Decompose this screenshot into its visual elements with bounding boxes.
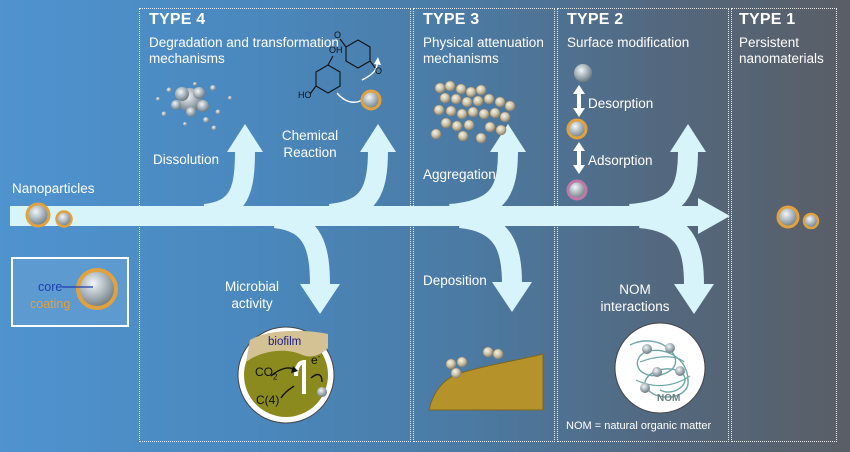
deposition-sediment xyxy=(428,346,544,411)
adsorption-label: Adsorption xyxy=(588,153,653,168)
dissolution-label: Dissolution xyxy=(153,152,220,167)
aggregation-label: Aggregation xyxy=(423,167,496,182)
nanoparticles-end xyxy=(776,205,820,230)
dissolution-particles xyxy=(156,82,232,131)
desorption-arrow xyxy=(573,85,585,117)
branch-arrowheads-up xyxy=(227,124,706,152)
oh-top-label: OH xyxy=(329,45,343,55)
type2-description: Surface modification xyxy=(567,35,690,50)
type2-title: TYPE 2 xyxy=(567,11,624,28)
nom-inset xyxy=(614,322,706,414)
branch-arrowheads-down xyxy=(300,282,714,314)
microbial-inset xyxy=(237,326,335,424)
ho-bottom-label: HO xyxy=(298,90,312,100)
nom-note: NOM = natural organic matter xyxy=(566,420,712,432)
nanoparticles-label: Nanoparticles xyxy=(12,181,95,196)
core-label: core xyxy=(38,280,63,294)
desorption-label: Desorption xyxy=(588,96,654,111)
aggregation-cluster xyxy=(430,80,516,144)
c4-label: C(4) xyxy=(256,393,280,407)
chemical-reaction-label: Chemical Reaction xyxy=(281,128,339,160)
core-coating-legend xyxy=(11,257,129,327)
adsorption-arrow xyxy=(573,142,585,174)
nom-inset-label: NOM xyxy=(657,393,681,404)
co2-label: CO2 xyxy=(255,365,278,382)
electron-label: e- xyxy=(311,352,321,367)
o-bottom-label: O xyxy=(375,66,383,76)
type4-title: TYPE 4 xyxy=(149,11,206,28)
reacting-particle xyxy=(360,89,382,111)
type3-title: TYPE 3 xyxy=(423,11,480,28)
chemical-molecules xyxy=(309,38,381,103)
coating-label: coating xyxy=(30,297,71,311)
branch-arrows-down xyxy=(273,208,704,287)
type3-description: Physical attenuation mechanisms xyxy=(423,35,544,66)
type1-description: Persistent nanomaterials xyxy=(739,35,824,66)
surface-particles xyxy=(566,64,592,201)
microbial-activity-label: Microbial activity xyxy=(224,279,279,311)
panel-type1 xyxy=(731,8,837,442)
type1-title: TYPE 1 xyxy=(739,11,796,28)
type4-description: Degradation and transformation mechanism… xyxy=(149,35,339,66)
biofilm-label: biofilm xyxy=(268,336,302,348)
deposition-label: Deposition xyxy=(423,273,487,288)
o-top-label: O xyxy=(334,30,342,40)
nom-interactions-label: NOM interactions xyxy=(600,282,670,314)
nanoparticles-start xyxy=(25,202,73,228)
